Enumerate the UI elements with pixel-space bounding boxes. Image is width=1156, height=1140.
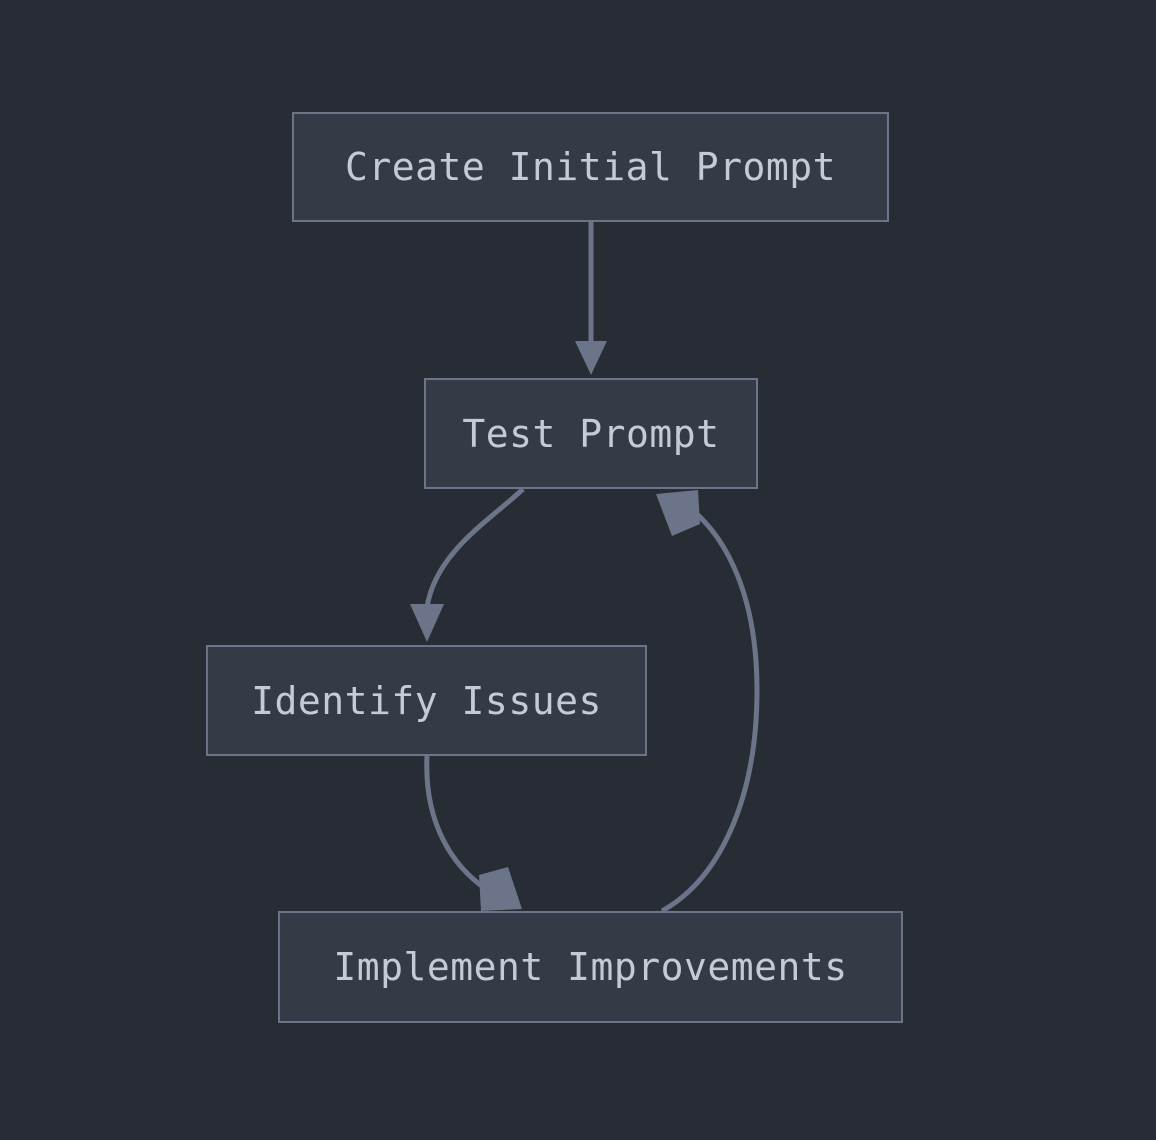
flow-node-test-prompt[interactable]: Test Prompt	[424, 378, 758, 489]
edge-test-to-identify	[410, 487, 525, 642]
flow-node-identify-issues[interactable]: Identify Issues	[206, 645, 647, 756]
edge-implement-to-test	[656, 490, 760, 914]
flow-node-label: Create Initial Prompt	[345, 145, 836, 189]
flow-node-create-initial-prompt[interactable]: Create Initial Prompt	[292, 112, 889, 222]
flow-node-label: Implement Improvements	[333, 945, 848, 989]
flow-node-label: Test Prompt	[462, 411, 720, 456]
flow-node-implement-improvements[interactable]: Implement Improvements	[278, 911, 903, 1023]
edge-create-to-test	[575, 222, 607, 375]
flow-node-label: Identify Issues	[251, 678, 602, 723]
edge-identify-to-implement	[424, 755, 522, 911]
